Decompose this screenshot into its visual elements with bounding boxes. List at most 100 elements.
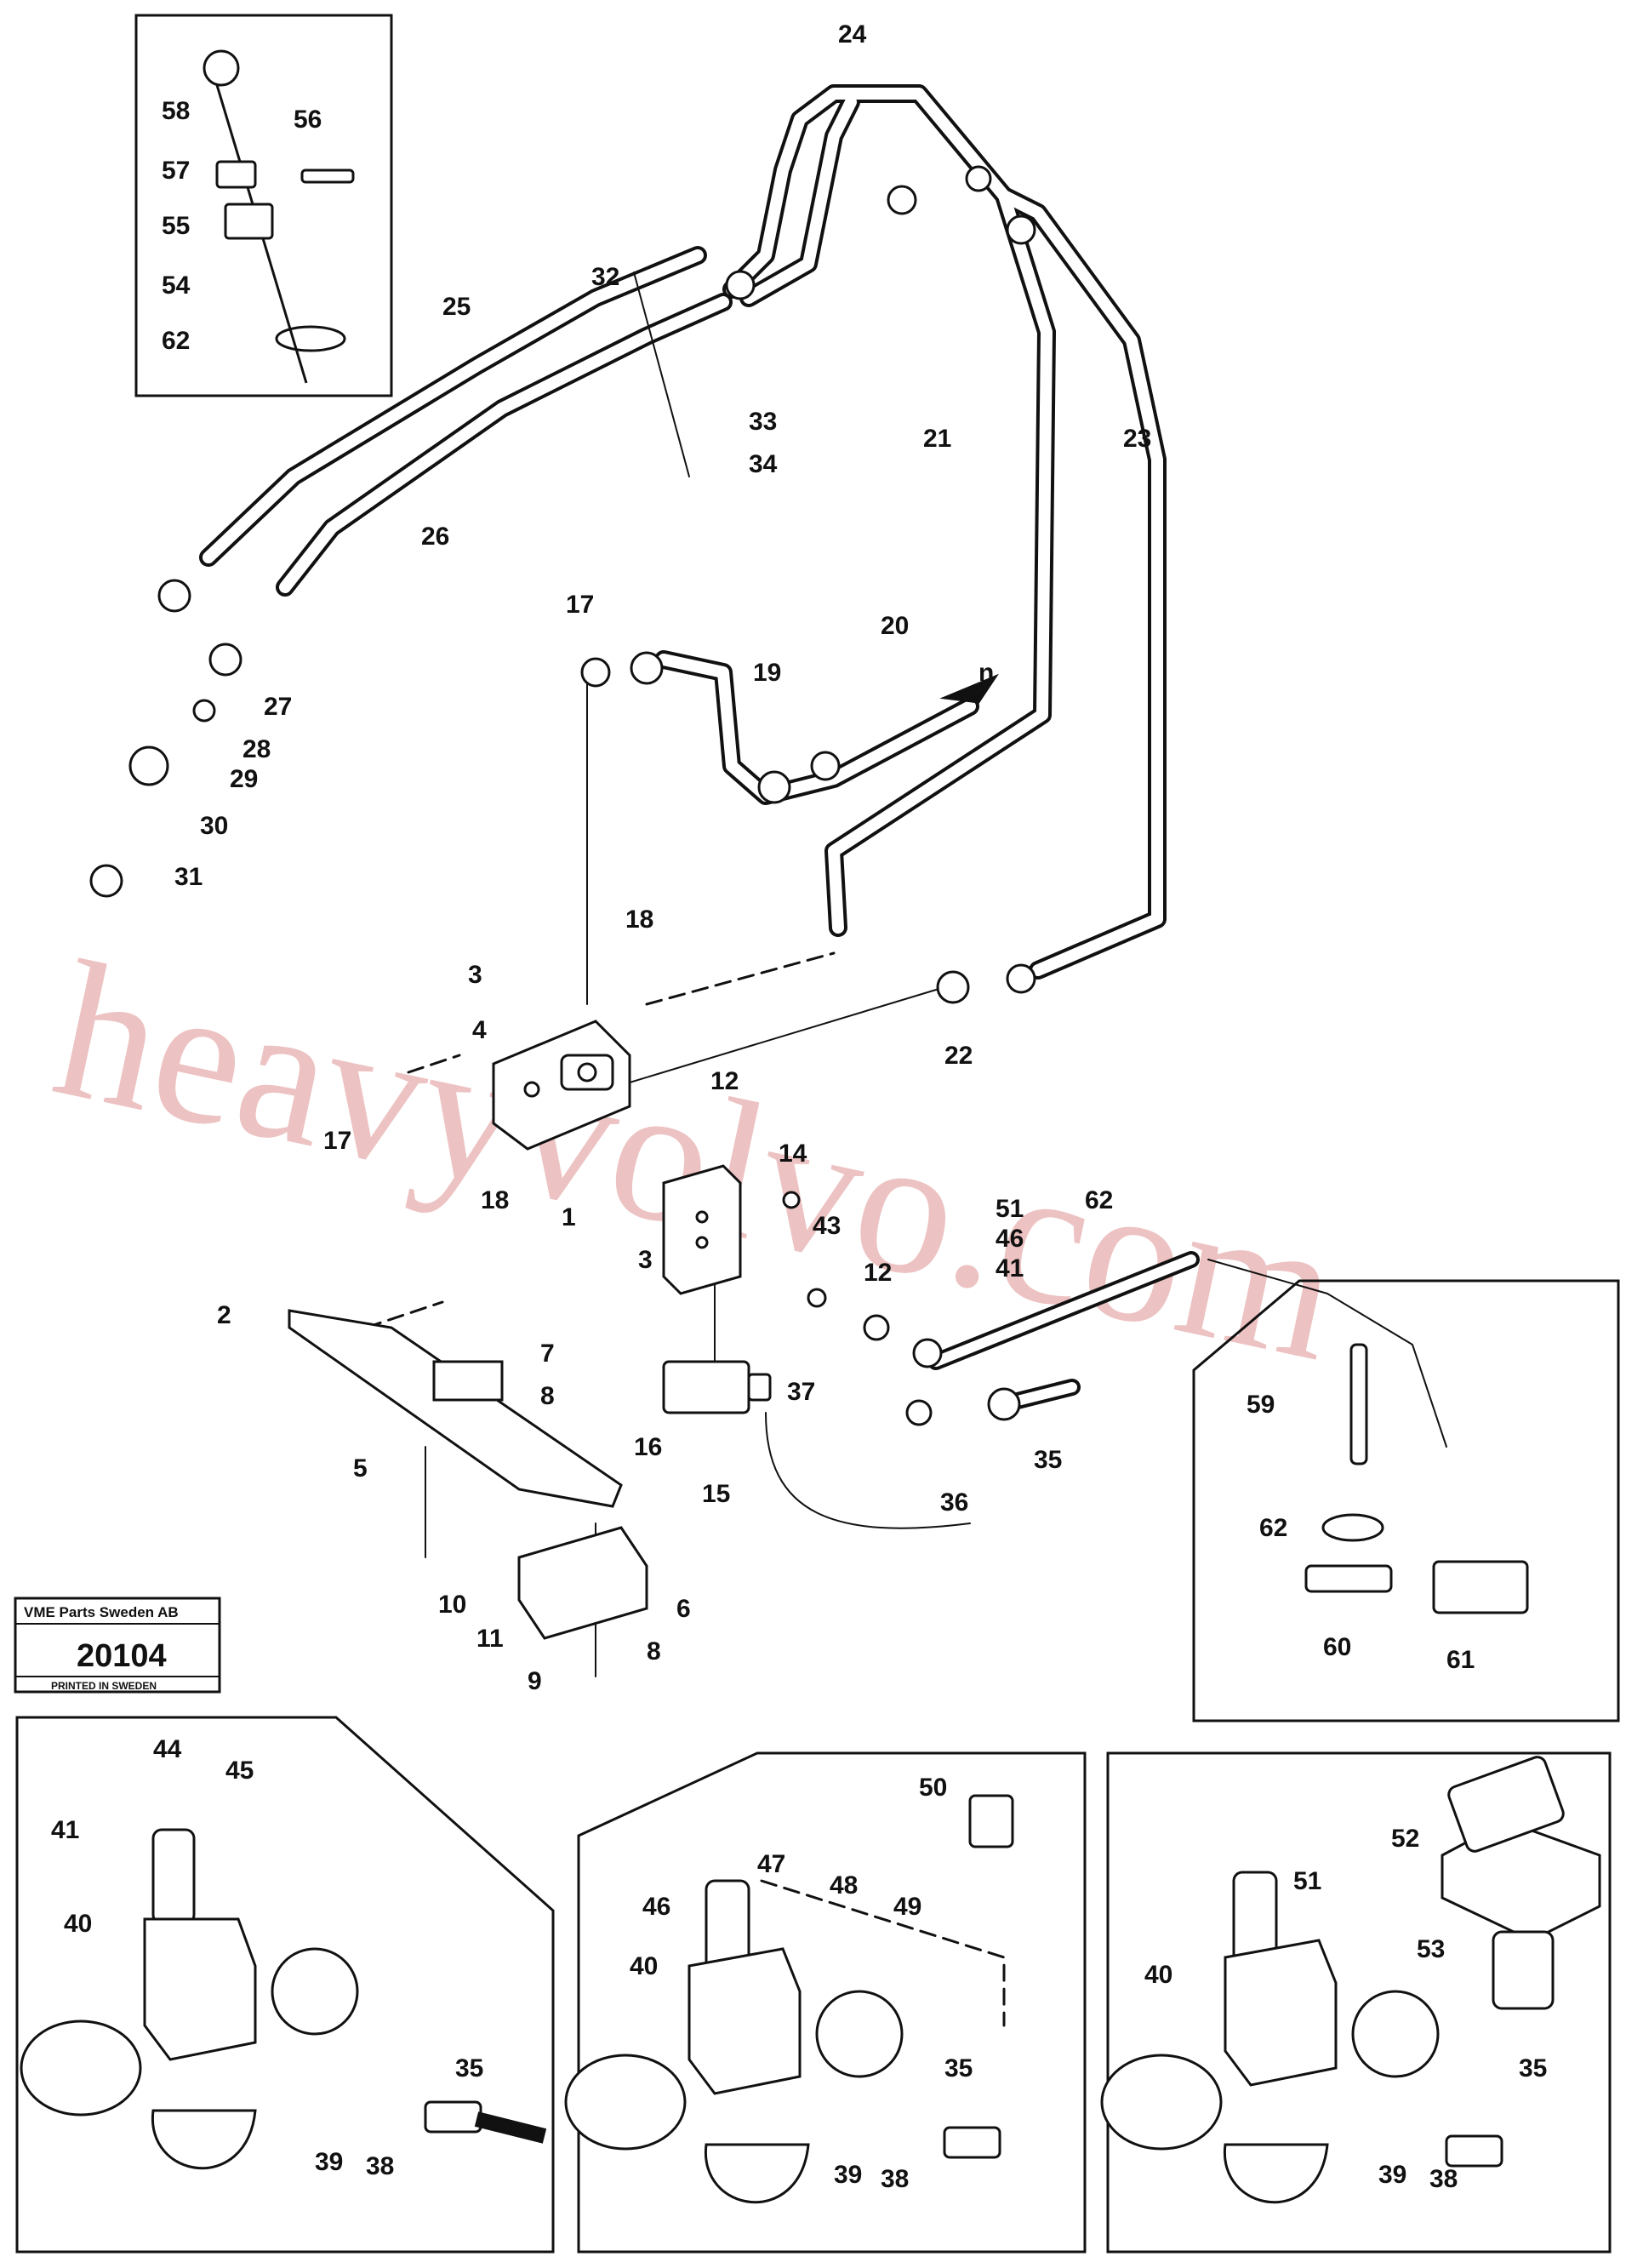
part-label-8a: 8 xyxy=(540,1382,555,1410)
part-label-19: 19 xyxy=(753,659,781,687)
part-label-35a: 35 xyxy=(1034,1446,1062,1474)
part-label-49: 49 xyxy=(893,1893,921,1921)
inset-frame-cable xyxy=(134,14,393,397)
part-label-38a: 38 xyxy=(366,2152,394,2180)
part-label-12b: 12 xyxy=(864,1259,892,1287)
mounting-plate xyxy=(288,1309,623,1508)
part-label-24: 24 xyxy=(838,20,867,49)
part-label-43: 43 xyxy=(813,1212,841,1240)
stamp-company: VME Parts Sweden AB xyxy=(24,1604,179,1620)
part-label-55: 55 xyxy=(162,212,190,240)
detail-frames xyxy=(15,14,1620,2254)
part-label-23: 23 xyxy=(1123,425,1151,453)
part-label-51a: 51 xyxy=(996,1195,1024,1223)
part-label-18b: 18 xyxy=(481,1186,509,1214)
part-label-61: 61 xyxy=(1446,1646,1475,1674)
part-label-50: 50 xyxy=(919,1774,947,1802)
valve-block xyxy=(662,1164,742,1295)
part-label-52: 52 xyxy=(1391,1825,1419,1853)
part-label-53: 53 xyxy=(1417,1935,1445,1963)
part-label-7: 7 xyxy=(540,1340,555,1368)
vme-stamp: VME Parts Sweden AB 20104 PRINTED IN SWE… xyxy=(14,1597,221,1694)
detail-frame-right xyxy=(1106,1751,1612,2254)
part-label-30: 30 xyxy=(200,812,228,840)
part-label-31: 31 xyxy=(174,863,203,891)
part-label-40a: 40 xyxy=(64,1910,92,1938)
part-label-39a: 39 xyxy=(315,2148,343,2176)
part-label-9: 9 xyxy=(528,1667,542,1695)
hoses-and-pipes xyxy=(199,84,1447,2027)
detail-frame-middle xyxy=(577,1751,1087,2254)
part-label-35d: 35 xyxy=(1519,2054,1547,2082)
part-label-17b: 17 xyxy=(323,1127,351,1155)
part-label-54: 54 xyxy=(162,271,191,300)
detail-middle-parts xyxy=(564,1794,1014,2203)
part-label-41a: 41 xyxy=(996,1254,1024,1283)
part-label-21: 21 xyxy=(923,425,951,453)
mounting-bracket xyxy=(517,1526,648,1640)
part-label-28: 28 xyxy=(242,735,271,763)
part-label-62a: 62 xyxy=(162,327,190,355)
part-label-8b: 8 xyxy=(647,1637,661,1665)
part-label-40c: 40 xyxy=(1144,1961,1172,1989)
part-label-56: 56 xyxy=(294,106,322,134)
part-label-62b: 62 xyxy=(1085,1186,1113,1214)
part-label-37: 37 xyxy=(787,1378,815,1406)
control-valve xyxy=(492,1020,631,1151)
detail-right-parts xyxy=(1100,1756,1601,2203)
part-label-35c: 35 xyxy=(944,2054,973,2082)
part-label-1: 1 xyxy=(562,1203,576,1231)
part-label-62c: 62 xyxy=(1259,1514,1287,1542)
connector-inset-parts xyxy=(1304,1343,1529,1614)
part-label-17a: 17 xyxy=(566,591,594,619)
part-label-44: 44 xyxy=(153,1735,182,1763)
part-label-14: 14 xyxy=(779,1140,807,1168)
part-label-40b: 40 xyxy=(630,1952,658,1980)
solenoid-valve xyxy=(662,1360,772,1414)
part-label-3a: 3 xyxy=(468,961,482,989)
detail-frame-left xyxy=(15,1716,555,2254)
part-label-36: 36 xyxy=(940,1488,968,1517)
part-label-27: 27 xyxy=(264,693,292,721)
stamp-footer: PRINTED IN SWEDEN xyxy=(51,1680,157,1692)
part-label-34: 34 xyxy=(749,450,778,478)
part-label-45: 45 xyxy=(225,1757,254,1785)
part-label-16: 16 xyxy=(634,1433,662,1461)
part-label-47: 47 xyxy=(757,1850,785,1878)
part-label-15: 15 xyxy=(702,1480,730,1508)
part-label-39b: 39 xyxy=(834,2161,862,2189)
watermark-text: heavyvolvo.com xyxy=(39,919,1355,1402)
inset-frame-connector xyxy=(1192,1279,1620,1722)
part-label-6: 6 xyxy=(676,1595,691,1623)
part-label-29: 29 xyxy=(230,765,258,793)
detail-left-parts xyxy=(20,1828,547,2169)
part-label-18a: 18 xyxy=(625,905,653,934)
part-label-11: 11 xyxy=(476,1625,504,1653)
part-label-33: 33 xyxy=(749,408,777,436)
part-label-35b: 35 xyxy=(455,2054,483,2082)
part-label-2: 2 xyxy=(217,1301,231,1329)
part-label-58: 58 xyxy=(162,97,190,125)
cable-inset-parts xyxy=(203,49,355,384)
part-label-39c: 39 xyxy=(1378,2161,1406,2189)
part-label-25: 25 xyxy=(442,293,471,321)
fittings xyxy=(89,165,1036,1426)
part-label-60: 60 xyxy=(1323,1633,1351,1661)
part-label-46a: 46 xyxy=(996,1225,1024,1253)
part-label-38c: 38 xyxy=(1429,2165,1458,2193)
components xyxy=(20,49,1601,2203)
part-label-59: 59 xyxy=(1247,1391,1275,1419)
part-label-26: 26 xyxy=(421,523,449,551)
part-label-48: 48 xyxy=(830,1871,858,1900)
part-label-4: 4 xyxy=(472,1016,487,1044)
part-label-57: 57 xyxy=(162,157,190,185)
part-label-22: 22 xyxy=(944,1042,973,1070)
part-label-38b: 38 xyxy=(881,2165,909,2193)
part-label-10: 10 xyxy=(438,1591,466,1619)
part-label-12a: 12 xyxy=(710,1067,739,1095)
part-label-3b: 3 xyxy=(638,1246,653,1274)
part-label-32: 32 xyxy=(591,263,619,291)
stamp-number: 20104 xyxy=(77,1638,167,1674)
